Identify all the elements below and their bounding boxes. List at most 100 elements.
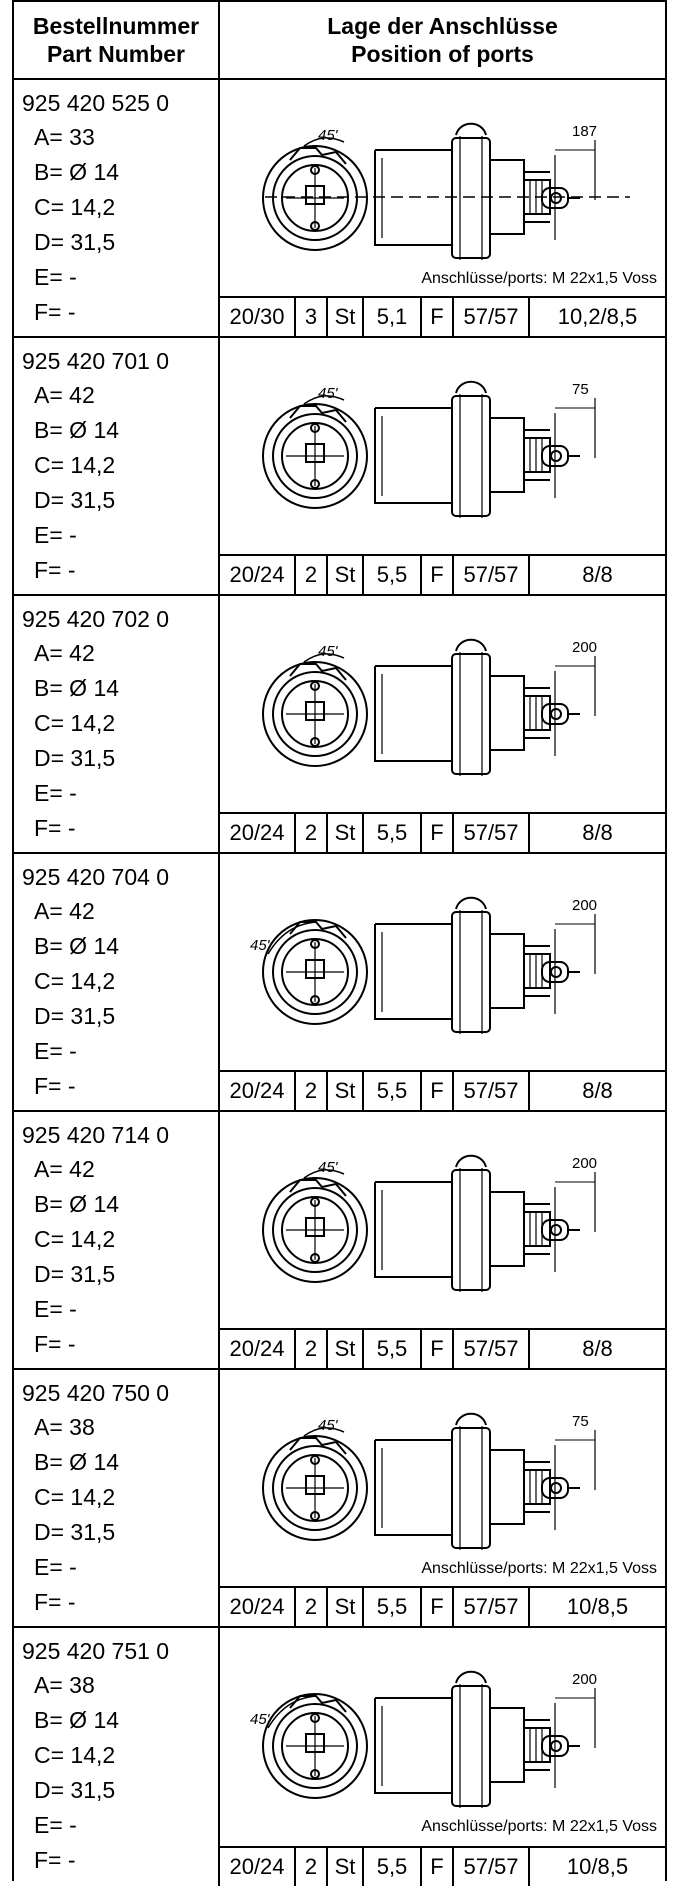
part-number: 925 420 702 0 (22, 606, 170, 632)
spec-value: C= 14,2 (34, 1226, 116, 1252)
flange-outer-circle (262, 919, 368, 1025)
data-cell: 57/57 (454, 1848, 530, 1886)
data-cell: 2 (296, 1330, 328, 1368)
flange-inner-circle (272, 1187, 358, 1273)
port-position-header-en: Position of ports (351, 41, 534, 67)
spec-value: F= - (34, 815, 76, 841)
data-cell: 10/8,5 (566, 1854, 629, 1879)
spec-value: A= 33 (34, 124, 95, 150)
flange-inner-circle (272, 1703, 358, 1789)
data-cell: 57/57 (454, 298, 530, 336)
spec-value: D= 31,5 (34, 487, 116, 513)
part-number: 925 420 714 0 (22, 1122, 170, 1148)
spec-value: E= - (34, 780, 77, 806)
data-cell: 5,5 (364, 814, 422, 852)
data-cell: St (328, 1072, 364, 1110)
data-cell: 2 (296, 556, 328, 594)
part-number: 925 420 525 0 (22, 90, 170, 116)
angle-label: 45' (318, 643, 339, 660)
flange-outer-circle (262, 1435, 368, 1541)
dimension-label: 200 (572, 1155, 597, 1172)
spec-value: A= 38 (34, 1672, 95, 1698)
spec-value: B= Ø 14 (34, 675, 120, 701)
flange-outer-circle (262, 145, 368, 251)
spec-value: A= 38 (34, 1414, 95, 1440)
spec-value: B= Ø 14 (34, 159, 120, 185)
port-drawing-svg: 45' 75 (262, 1412, 596, 1550)
data-cell: 5,5 (364, 1848, 422, 1886)
spec-value: F= - (34, 299, 76, 325)
spec-value: D= 31,5 (34, 1519, 116, 1545)
spec-value: C= 14,2 (34, 1484, 116, 1510)
data-cell: 3 (296, 298, 328, 336)
data-cell: 2 (296, 1072, 328, 1110)
spec-value: A= 42 (34, 898, 95, 924)
spec-value: B= Ø 14 (34, 417, 120, 443)
port-drawing-svg: 45' 187 (262, 122, 630, 260)
dimension-label: 75 (572, 1413, 589, 1430)
data-cell: 5,5 (364, 556, 422, 594)
spec-value: C= 14,2 (34, 1742, 116, 1768)
data-cell: F (422, 1588, 454, 1626)
table-header: Bestellnummer Part Number Lage der Ansch… (14, 0, 665, 80)
spec-value: C= 14,2 (34, 194, 116, 220)
ports-note: Anschlüsse/ports: M 22x1,5 Voss (421, 1818, 657, 1835)
data-cell: St (328, 1330, 364, 1368)
angle-label: 45' (318, 127, 339, 144)
spec-value: C= 14,2 (34, 452, 116, 478)
flange-outer-circle (262, 661, 368, 767)
part-number: 925 420 750 0 (22, 1380, 170, 1406)
port-drawing-svg: 45' 200 (262, 638, 597, 776)
angle-label: 45' (318, 1159, 339, 1176)
angle-label: 45' (318, 1417, 339, 1434)
spec-value: D= 31,5 (34, 745, 116, 771)
data-cell: 20/24 (220, 1072, 296, 1110)
flange-outer-circle (262, 403, 368, 509)
dimension-label: 75 (572, 381, 589, 398)
data-cell: F (422, 298, 454, 336)
data-cell: 2 (296, 1588, 328, 1626)
data-cell: F (422, 1072, 454, 1110)
port-drawing-svg: 45' 200 (250, 1670, 597, 1808)
data-cell: F (422, 1330, 454, 1368)
data-cell: 8/8 (582, 820, 613, 845)
flange-inner-circle (272, 1445, 358, 1531)
data-cell: 2 (296, 1848, 328, 1886)
spec-value: C= 14,2 (34, 710, 116, 736)
flange-inner-circle (272, 413, 358, 499)
data-cell: 20/24 (220, 556, 296, 594)
port-position-header: Lage der Anschlüsse Position of ports (220, 2, 665, 90)
spec-value: D= 31,5 (34, 1003, 116, 1029)
spec-value: D= 31,5 (34, 1777, 116, 1803)
spec-value: F= - (34, 1073, 76, 1099)
angle-label: 45' (318, 385, 339, 402)
spec-value: B= Ø 14 (34, 1191, 120, 1217)
port-drawing: 45' 200 (220, 1628, 665, 1844)
spec-value: E= - (34, 1038, 77, 1064)
port-drawing: 45' 200 (220, 854, 665, 1070)
port-drawing: 45' 75 (220, 1370, 665, 1586)
flange-outer-circle (262, 1177, 368, 1283)
port-drawing: 45' 200 (220, 1112, 665, 1328)
port-drawing-svg: 45' 200 (250, 896, 597, 1034)
dimension-label: 200 (572, 639, 597, 656)
data-cell: St (328, 814, 364, 852)
spec-value: F= - (34, 1847, 76, 1873)
port-drawing: 45' 187 (220, 80, 665, 296)
